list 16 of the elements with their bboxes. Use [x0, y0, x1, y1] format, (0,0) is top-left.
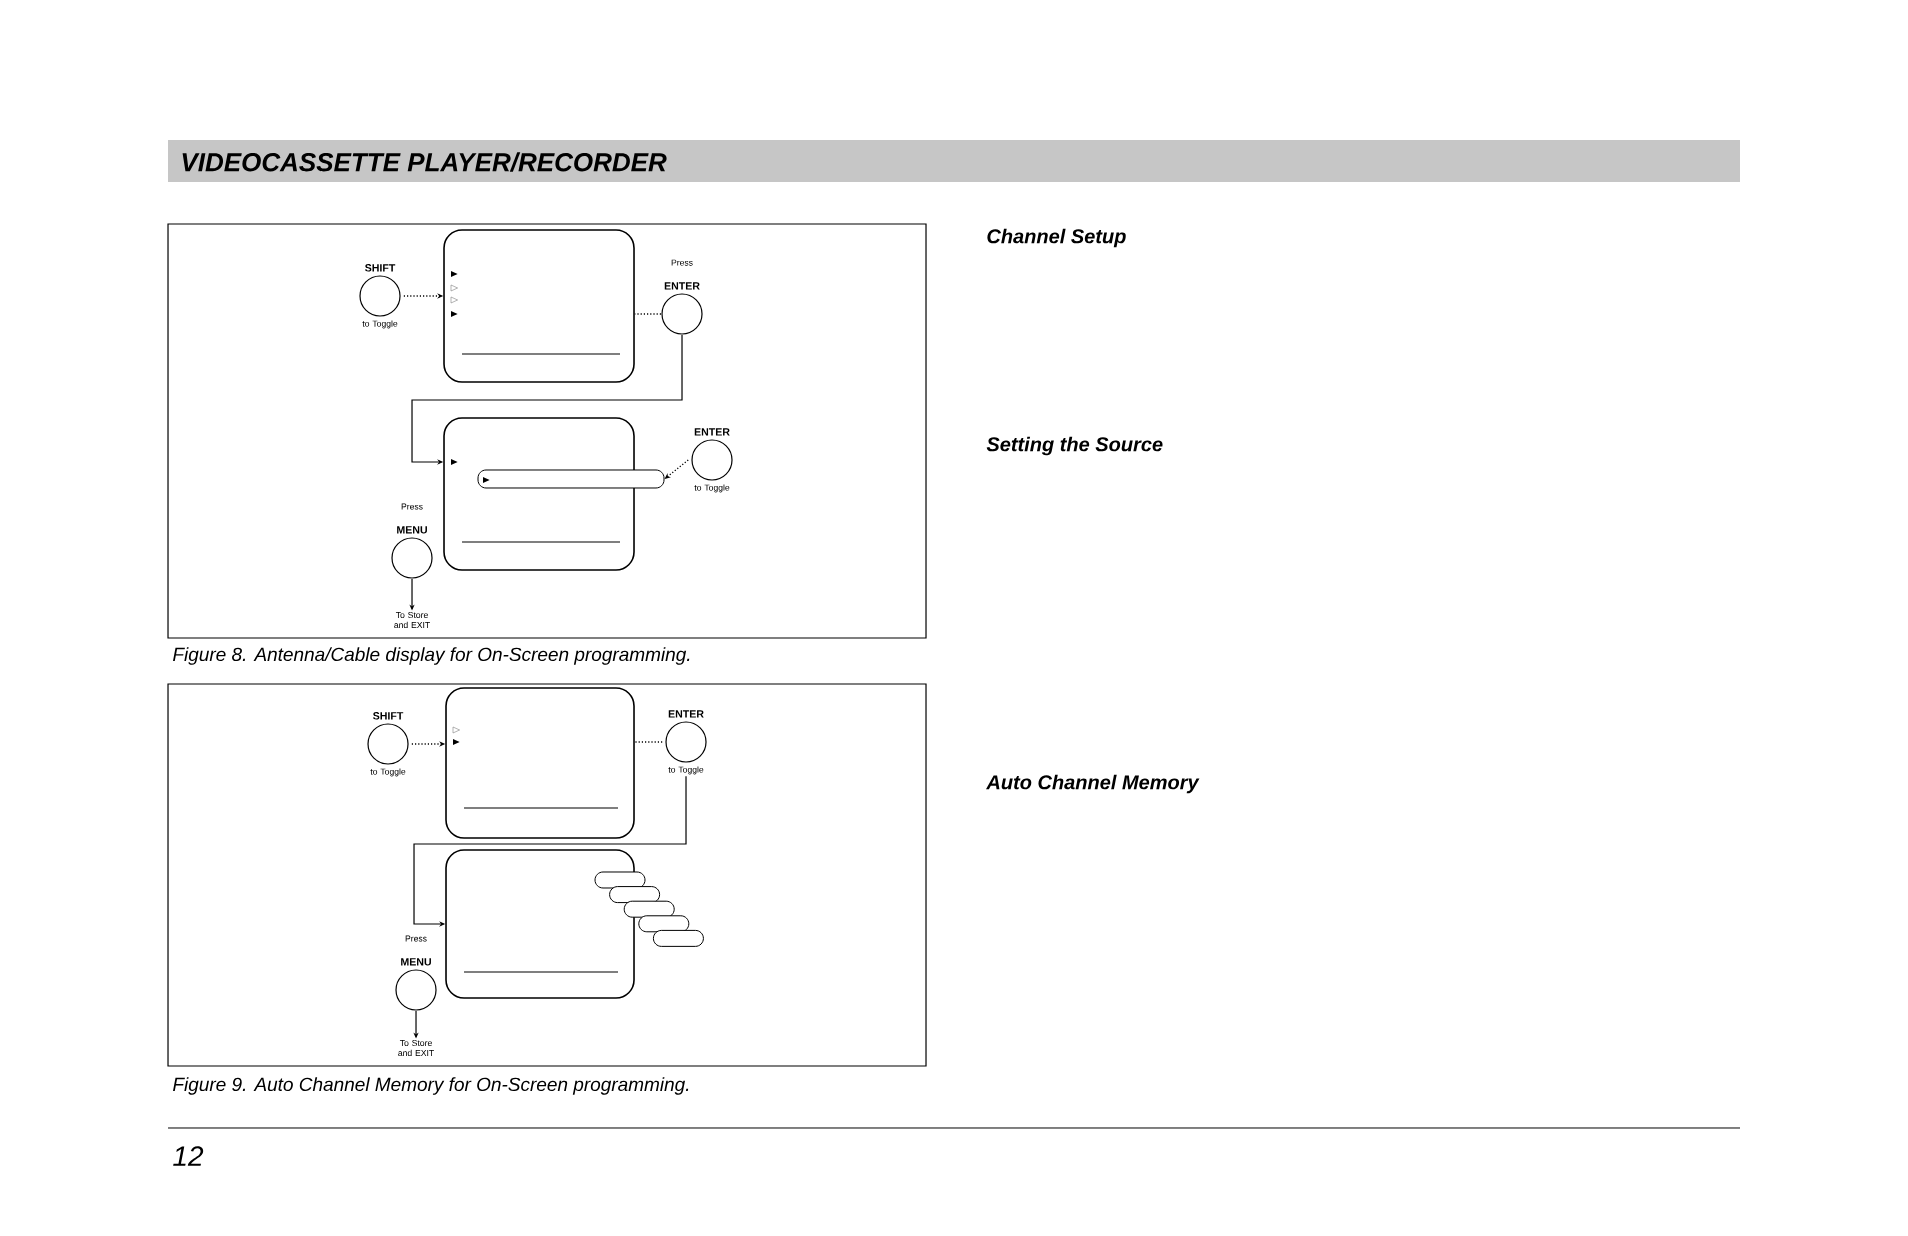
figure-caption: Figure 9. Auto Channel Memory for On-Screen programming. [173, 1077, 689, 1095]
header-bar: VIDEOCASSETTE PLAYER/RECORDER [168, 140, 1740, 182]
screen [445, 687, 635, 839]
section-heading: Auto Channel Memory [986, 774, 1200, 794]
bar [623, 900, 675, 918]
bar [477, 469, 665, 489]
section-heading: Setting the Source [986, 436, 1163, 456]
bar [594, 871, 646, 889]
bar [609, 886, 661, 904]
bar [638, 915, 690, 933]
screen [443, 229, 635, 383]
section-heading: Channel Setup [987, 228, 1126, 248]
bar [652, 929, 704, 947]
figure-caption: Figure 8. Antenna/Cable display for On-Screen programming. [173, 647, 690, 665]
screen [445, 849, 635, 999]
page-number: 12 [173, 1146, 204, 1166]
